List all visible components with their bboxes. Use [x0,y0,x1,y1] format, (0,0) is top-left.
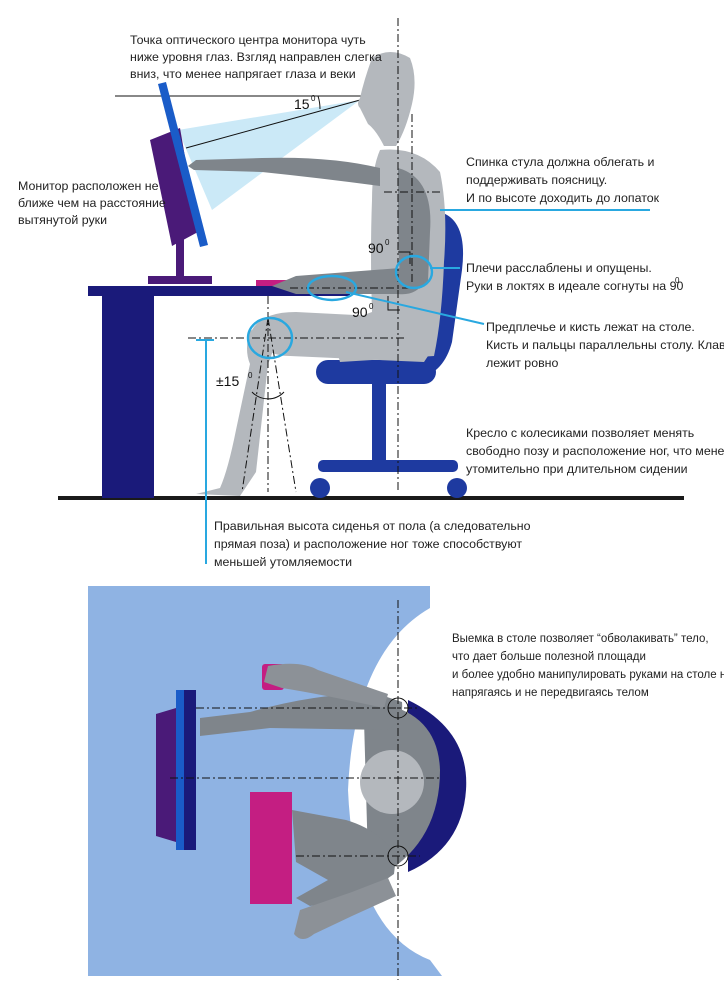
svg-text:и более удобно манипулировать: и более удобно манипулировать руками на … [452,669,724,681]
knee-angle-arc [251,391,285,400]
svg-text:ниже уровня глаз. Взгляд напра: ниже уровня глаз. Взгляд направлен слегк… [130,50,382,64]
keyboard-top [250,792,292,904]
left-arm-top [200,693,403,736]
knee-angle-label: ±15 [216,373,239,389]
right-arm-top [292,810,396,906]
shoulder-angle-label: 90 [368,240,384,256]
elbow-angle-mark [387,296,400,311]
svg-text:Спинка стула должна облегать и: Спинка стула должна облегать и [466,155,654,169]
eye-angle-arc [317,95,321,110]
knee-ring [246,316,294,360]
svg-text:меньшей утомляемости: меньшей утомляемости [214,555,352,569]
svg-text:Выемка в столе позволяет “обво: Выемка в столе позволяет “обволакивать” … [452,633,709,645]
svg-text:что дает больше полезной площа: что дает больше полезной площади [452,651,646,663]
svg-text:лежит ровно: лежит ровно [486,356,559,370]
svg-text:Предплечье и кисть лежат на ст: Предплечье и кисть лежат на столе. [486,320,695,334]
monitor-side [148,82,212,284]
shin-ray-right [267,317,297,493]
svg-text:ближе чем на расстояние: ближе чем на расстояние [18,196,166,210]
svg-text:вниз, что менее напрягает глаз: вниз, что менее напрягает глаза и веки [130,67,356,81]
note-wheels: Кресло с колесиками позволяет менять сво… [466,426,724,476]
shoulder-joint-upper [387,697,409,719]
top-view [88,586,467,980]
note-shoulders: Плечи расслаблены и опущены. Руки в локт… [466,261,684,293]
head [358,52,415,146]
desk-side [88,280,350,498]
shoulder-angle-degree: 0 [385,238,390,247]
shoulder-angle-mark [398,251,411,264]
svg-text:свободно позу и расположение н: свободно позу и расположение ног, что ме… [466,444,724,458]
shoulder-joint-lower [387,845,409,867]
note-chair-back: Спинка стула должна облегать и поддержив… [466,155,660,205]
elbow-angle-degree: 0 [369,302,374,311]
eye-angle-degree: 0 [311,94,316,103]
note-eye-level: Точка оптического центра монитора чуть н… [130,33,382,81]
thigh [252,312,433,362]
svg-text:Кресло с колесиками позволяет: Кресло с колесиками позволяет менять [466,426,694,440]
svg-text:Монитор расположен не: Монитор расположен не [18,179,159,193]
svg-text:утомительно при длительном сид: утомительно при длительном сидении [466,462,688,476]
reaching-arm [188,157,380,186]
note-forearm: Предплечье и кисть лежат на столе. Кисть… [486,320,724,370]
monitor-top [156,690,196,850]
note-seat-height: Правильная высота сиденья от пола (а сле… [214,519,531,569]
floor-line [58,496,684,500]
svg-text:Руки в локтях в идеале согнуты: Руки в локтях в идеале согнуты на 90 [466,279,684,293]
knee-angle-degree: 0 [248,371,253,380]
note-monitor-distance: Монитор расположен не ближе чем на расст… [18,179,166,227]
svg-text:вытянутой руки: вытянутой руки [18,213,107,227]
shoulder-ring [394,254,434,290]
svg-text:прямая поза) и расположение но: прямая поза) и расположение ног тоже спо… [214,537,522,551]
elbow-angle-label: 90 [352,304,368,320]
shin-ray-left [241,317,269,493]
svg-text:поддерживать поясницу.: поддерживать поясницу. [466,173,607,187]
view-cone [178,100,360,210]
lower-arm-top [294,878,396,939]
forearm [272,268,424,295]
view-axis-line [185,99,361,149]
svg-text:Правильная высота сиденья от п: Правильная высота сиденья от пола (а сле… [214,519,531,533]
note-desk-cutout: Выемка в столе позволяет “обволакивать” … [452,633,724,699]
svg-text:0: 0 [675,276,680,285]
mouse-hand [264,663,388,708]
svg-text:Кисть и пальцы параллельны сто: Кисть и пальцы параллельны столу. Клавиа… [486,338,724,352]
side-view [58,18,684,564]
head-top [360,750,424,814]
forearm-pointer [345,291,485,325]
elbow-ring [306,274,358,302]
svg-text:Плечи расслаблены и опущены.: Плечи расслаблены и опущены. [466,261,652,275]
svg-text:Точка оптического центра монит: Точка оптического центра монитора чуть [130,33,366,47]
svg-text:И по высоте доходить до лопато: И по высоте доходить до лопаток [466,191,660,205]
shin [196,330,274,496]
person-top [200,663,440,939]
eye-angle-label: 15 [294,96,310,112]
svg-text:напрягаясь и не передвигаясь т: напрягаясь и не передвигаясь телом [452,687,649,699]
